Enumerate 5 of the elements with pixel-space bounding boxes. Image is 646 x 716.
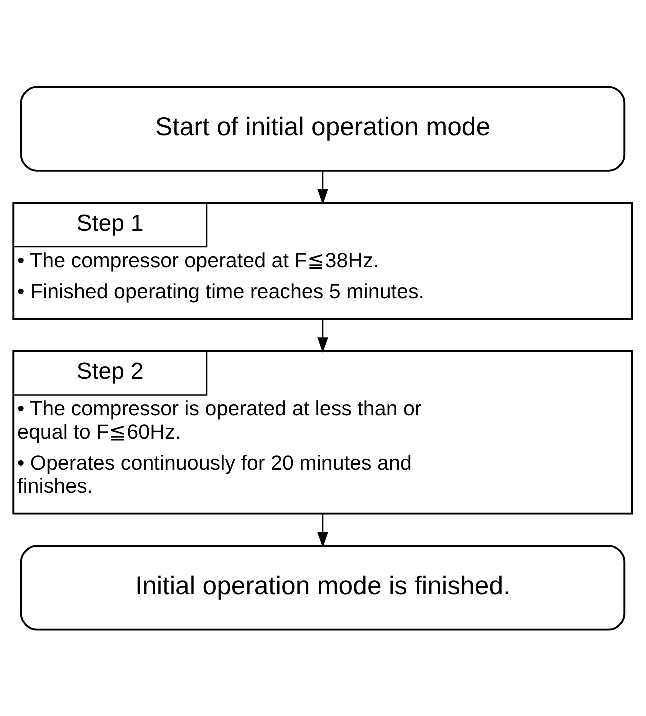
node-box: Initial operation mode is finished. bbox=[20, 544, 626, 630]
arrow bbox=[318, 170, 328, 204]
node-box: Start of initial operation mode bbox=[20, 86, 626, 172]
arrow bbox=[318, 513, 328, 548]
arrow bbox=[318, 319, 328, 353]
